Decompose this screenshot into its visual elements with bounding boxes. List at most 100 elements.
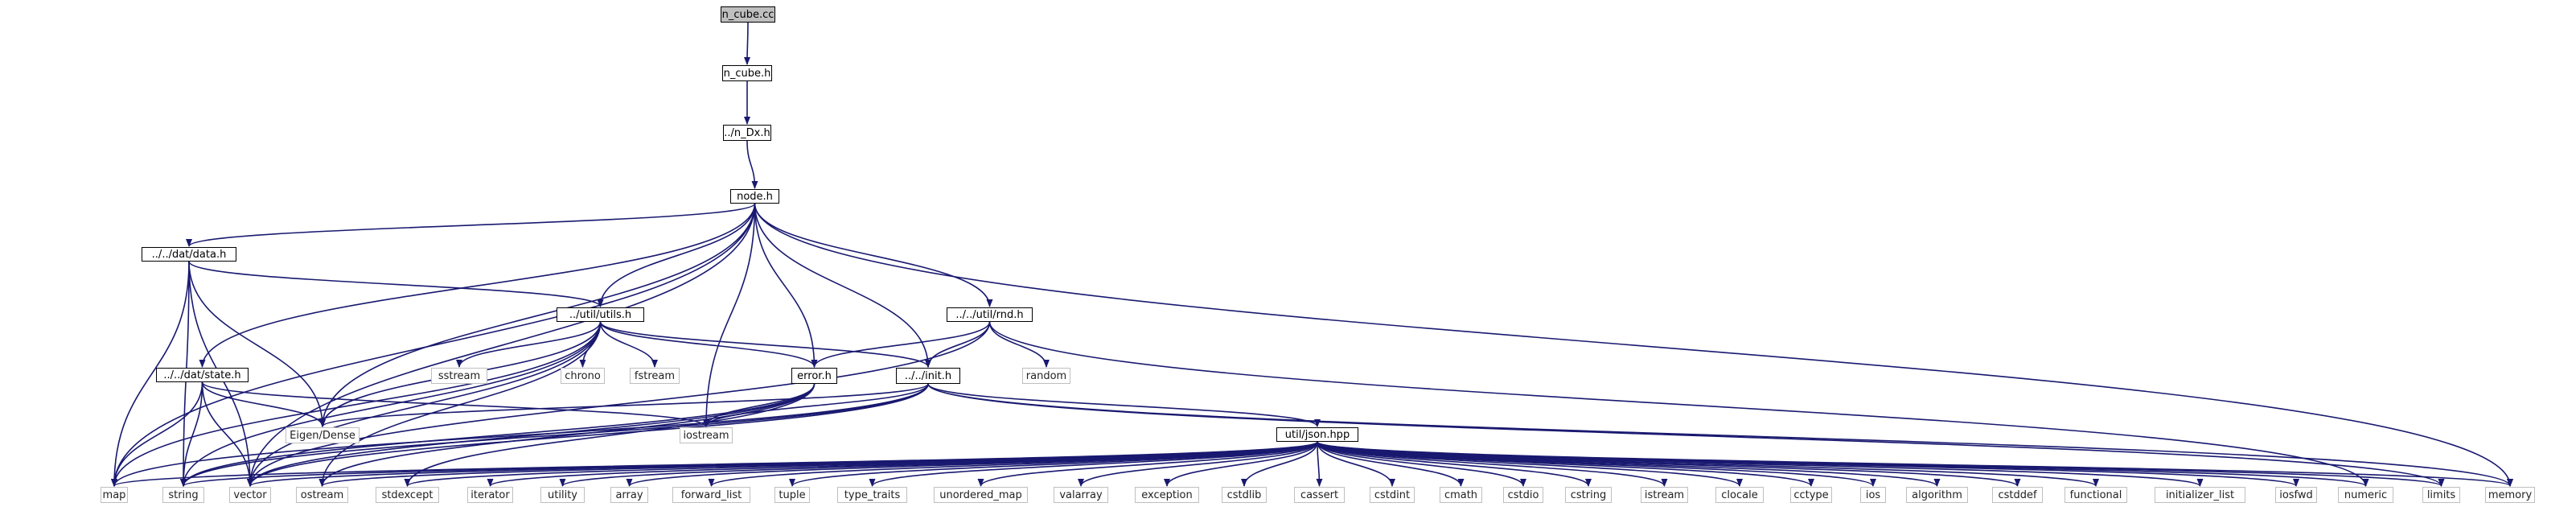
edge-json_hpp-to-cstdlib — [1241, 441, 1318, 487]
node-numeric: numeric — [2338, 487, 2393, 503]
edge-state_h-to-map — [111, 381, 203, 487]
edge-node_h-to-init_h — [754, 203, 931, 368]
edge-node_h-to-error_h — [754, 203, 818, 368]
node-stdexcept: stdexcept — [376, 487, 439, 503]
node-unordered-map: unordered_map — [934, 487, 1028, 503]
edge-n_cube_cc-to-n_cube_h — [744, 22, 751, 65]
edge-json_hpp-to-iterator — [487, 441, 1318, 487]
edge-state_h-to-vector — [201, 381, 253, 487]
node-error-h[interactable]: error.h — [791, 368, 837, 384]
edge-init_h-to-json_hpp — [927, 383, 1321, 427]
edge-node_h-to-data_h — [186, 203, 756, 247]
node-init-h[interactable]: ../../init.h — [896, 368, 960, 384]
edge-error_h-to-vector — [247, 383, 816, 487]
edge-json_hpp-to-valarray — [1078, 441, 1318, 487]
node-istream: istream — [1641, 487, 1688, 503]
edge-node_h-to-eigen — [319, 203, 756, 427]
edge-json_hpp-to-cstdio — [1317, 441, 1526, 487]
edge-node_h-to-map — [111, 203, 756, 487]
node-ostream: ostream — [296, 487, 348, 503]
edge-n_dx_h-to-node_h — [746, 140, 758, 189]
edge-init_h-to-memory — [927, 383, 2513, 487]
node-ios: ios — [1860, 487, 1886, 503]
node-node-h[interactable]: node.h — [730, 189, 779, 204]
node-json-hpp[interactable]: util/json.hpp — [1276, 427, 1358, 442]
edge-json_hpp-to-istream — [1317, 441, 1668, 487]
edge-json_hpp-to-cassert — [1316, 441, 1323, 487]
edge-init_h-to-string — [180, 383, 929, 487]
node-random: random — [1022, 368, 1070, 384]
node-n-cube-h[interactable]: n_cube.h — [722, 65, 772, 81]
edge-state_h-to-string — [180, 381, 203, 487]
node-cctype: cctype — [1790, 487, 1832, 503]
edge-state_h-to-eigen — [201, 381, 326, 427]
node-n-cube-cc[interactable]: n_cube.cc — [721, 6, 775, 23]
edge-json_hpp-to-ostream — [318, 441, 1318, 487]
node-iosfwd: iosfwd — [2275, 487, 2317, 503]
node-cstddef: cstddef — [1992, 487, 2043, 503]
edge-init_h-to-map — [111, 383, 929, 487]
node-cstdio: cstdio — [1503, 487, 1543, 503]
node-clocale: clocale — [1715, 487, 1764, 503]
edge-error_h-to-stdexcept — [404, 383, 816, 487]
edge-node_h-to-vector — [247, 203, 756, 487]
node-cstdint: cstdint — [1370, 487, 1415, 503]
node-utils-h[interactable]: ../util/utils.h — [557, 307, 644, 322]
node-rnd-h[interactable]: ../../util/rnd.h — [947, 307, 1033, 322]
edge-json_hpp-to-unordered_map — [977, 441, 1318, 487]
edge-json_hpp-to-memory — [1317, 441, 2513, 487]
node-algorithm: algorithm — [1906, 487, 1968, 503]
node-limits: limits — [2422, 487, 2460, 503]
node-initializer-list: initializer_list — [2155, 487, 2245, 503]
node-functional: functional — [2064, 487, 2127, 503]
edge-state_h-to-iostream — [201, 381, 709, 427]
edge-data_h-to-map — [111, 261, 190, 487]
node-map: map — [101, 487, 128, 503]
node-cstring: cstring — [1565, 487, 1612, 503]
edge-utils_h-to-ostream — [318, 321, 602, 487]
node-type-traits: type_traits — [837, 487, 907, 503]
node-string: string — [162, 487, 204, 503]
edge-json_hpp-to-type_traits — [869, 441, 1318, 487]
node-cstdlib: cstdlib — [1222, 487, 1267, 503]
edge-rnd_h-to-init_h — [925, 321, 991, 368]
node-state-h[interactable]: ../../dat/state.h — [156, 368, 249, 382]
node-forward-list: forward_list — [672, 487, 750, 503]
edge-json_hpp-to-cstring — [1317, 441, 1592, 487]
node-vector: vector — [229, 487, 271, 503]
node-sstream: sstream — [431, 368, 487, 384]
node-exception: exception — [1135, 487, 1199, 503]
edge-node_h-to-utils_h — [597, 203, 756, 307]
node-memory: memory — [2485, 487, 2535, 503]
node-chrono: chrono — [561, 368, 605, 384]
edge-init_h-to-iostream — [703, 383, 929, 427]
edge-utils_h-to-sstream — [456, 321, 602, 368]
edge-json_hpp-to-stdexcept — [404, 441, 1318, 487]
edge-error_h-to-ostream — [318, 383, 816, 487]
node-tuple: tuple — [774, 487, 810, 503]
edge-utils_h-to-vector — [247, 321, 602, 487]
edge-utils_h-to-string — [180, 321, 602, 487]
edge-utils_h-to-error_h — [599, 321, 818, 368]
edge-data_h-to-eigen — [188, 261, 326, 427]
edge-utils_h-to-init_h — [599, 321, 931, 368]
node-iostream: iostream — [680, 427, 733, 443]
node-data-h[interactable]: ../../dat/data.h — [142, 247, 236, 262]
node-eigen: Eigen/Dense — [286, 427, 359, 443]
edge-json_hpp-to-exception — [1164, 441, 1318, 487]
node-utility: utility — [540, 487, 585, 503]
node-fstream: fstream — [630, 368, 680, 384]
edge-init_h-to-eigen — [319, 383, 929, 427]
edge-json_hpp-to-cstdint — [1317, 441, 1395, 487]
node-array: array — [610, 487, 648, 503]
node-valarray: valarray — [1054, 487, 1108, 503]
edge-json_hpp-to-cmath — [1317, 441, 1465, 487]
edge-init_h-to-vector — [247, 383, 929, 487]
edge-rnd_h-to-random — [988, 321, 1050, 368]
node-n-dx-h[interactable]: ../n_Dx.h — [723, 125, 771, 141]
node-cassert: cassert — [1294, 487, 1345, 503]
edge-utils_h-to-fstream — [599, 321, 658, 368]
edge-utils_h-to-map — [111, 321, 602, 487]
